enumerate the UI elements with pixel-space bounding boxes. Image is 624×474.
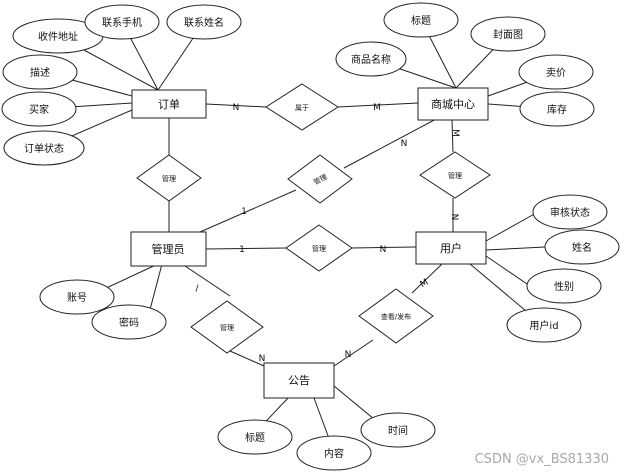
relationship-manage-order: 管理 <box>136 154 202 202</box>
attribute-notice-time-label: 时间 <box>388 424 408 437</box>
relationship-publish-mall: 管理 <box>287 154 353 204</box>
entity-admin-label: 管理员 <box>152 242 185 256</box>
cardinality-order-belongs: N <box>233 103 240 113</box>
relationship-manage-user-mall-label: 管理 <box>448 171 462 180</box>
cardinality-labels: N M M N N 1 1 N / N M N <box>195 103 460 364</box>
relationship-admin-user: 管理 <box>285 224 353 272</box>
attribute-mall-stock: 库存 <box>519 91 595 127</box>
watermark: CSDN @vx_BS81330 <box>475 452 609 467</box>
cardinality-user-notice-bottom: N <box>345 350 352 360</box>
attribute-user-id-label: 用户id <box>529 319 558 332</box>
relationship-admin-notice: 管理 <box>190 300 264 354</box>
attribute-admin-account-label: 账号 <box>67 292 87 304</box>
relationship-belongs: 属于 <box>265 83 339 131</box>
entity-mall: 商城中心 <box>417 87 489 121</box>
attribute-notice-time: 时间 <box>360 412 436 448</box>
attribute-user-gender: 性别 <box>526 268 602 304</box>
attribute-order-status: 订单状态 <box>3 130 85 166</box>
attribute-mall-cover-label: 封面图 <box>493 28 523 41</box>
cardinality-mall-user-top: M <box>450 129 460 137</box>
entity-user: 用户 <box>415 231 487 265</box>
entity-admin: 管理员 <box>130 231 207 267</box>
relationship-manage-user-mall: 管理 <box>419 151 491 199</box>
attribute-order-desc: 描述 <box>2 54 78 90</box>
attribute-mall-price-label: 卖价 <box>546 67 566 79</box>
cardinality-user-notice-top: M <box>419 278 431 291</box>
attribute-notice-title: 标题 <box>217 419 293 455</box>
cardinality-admin-notice-top: / <box>195 284 199 294</box>
cardinality-admin-user-right: N <box>380 245 387 255</box>
entity-mall-label: 商城中心 <box>431 97 475 111</box>
entity-user-label: 用户 <box>440 241 462 255</box>
attribute-order-address-label: 收件地址 <box>38 30 78 43</box>
attribute-notice-title-label: 标题 <box>245 432 265 444</box>
relationship-admin-notice-label: 管理 <box>220 323 234 332</box>
cardinality-mall-publish: N <box>401 139 408 149</box>
entity-notice-label: 公告 <box>288 374 310 387</box>
attribute-mall-price: 卖价 <box>518 54 594 90</box>
attribute-notice-content-label: 内容 <box>324 447 344 460</box>
attribute-order-phone-label: 联系手机 <box>102 16 142 29</box>
attribute-order-contact-name-label: 联系姓名 <box>184 16 224 29</box>
relationship-view-publish: 查看/发布 <box>358 288 434 344</box>
attribute-admin-account: 账号 <box>39 279 115 315</box>
attribute-notice-content: 内容 <box>296 435 372 471</box>
cardinality-mall-belongs: M <box>373 103 381 113</box>
cardinality-admin-publish: 1 <box>241 207 247 217</box>
entity-notice: 公告 <box>263 362 335 399</box>
relationship-belongs-label: 属于 <box>295 104 309 112</box>
attribute-mall-title: 标题 <box>383 2 459 38</box>
attribute-admin-password-label: 密码 <box>119 316 139 329</box>
attribute-mall-cover: 封面图 <box>470 16 546 52</box>
relationship-admin-user-label: 管理 <box>312 244 326 253</box>
attribute-order-status-label: 订单状态 <box>24 142 64 155</box>
attribute-order-buyer: 买家 <box>1 91 77 127</box>
relationship-view-publish-label: 查看/发布 <box>381 312 411 321</box>
attribute-order-phone: 联系手机 <box>84 4 160 40</box>
attribute-order-buyer-label: 买家 <box>29 103 49 116</box>
cardinality-admin-user-left: 1 <box>239 245 245 255</box>
attribute-admin-password: 密码 <box>91 304 167 340</box>
attribute-user-gender-label: 性别 <box>554 280 574 293</box>
entity-order: 订单 <box>131 89 207 119</box>
cardinality-admin-notice-bottom: N <box>259 354 266 364</box>
cardinality-mall-user-bottom: N <box>449 214 459 221</box>
attribute-user-id: 用户id <box>506 307 582 343</box>
attribute-order-address: 收件地址 <box>12 18 104 54</box>
attribute-user-review-status: 审核状态 <box>532 194 608 230</box>
attribute-mall-product-name: 商品名称 <box>335 41 407 77</box>
attribute-user-name: 姓名 <box>544 229 620 265</box>
attribute-order-desc-label: 描述 <box>30 66 50 79</box>
attribute-mall-title-label: 标题 <box>411 15 431 27</box>
attribute-mall-stock-label: 库存 <box>547 103 567 116</box>
attribute-mall-product-name-label: 商品名称 <box>351 53 391 66</box>
entity-order-label: 订单 <box>158 98 180 111</box>
attribute-order-contact-name: 联系姓名 <box>166 4 242 40</box>
relationship-manage-order-label: 管理 <box>162 174 176 183</box>
attribute-user-name-label: 姓名 <box>572 241 592 254</box>
attribute-user-review-status-label: 审核状态 <box>550 206 590 219</box>
